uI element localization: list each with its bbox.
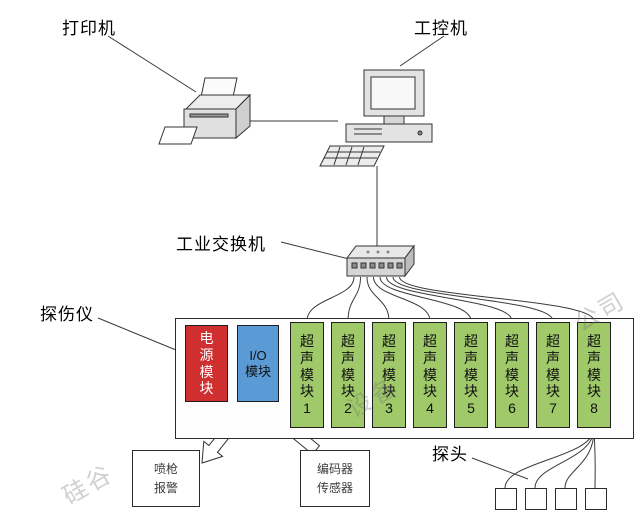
computer-label-line [399, 35, 445, 67]
encoder-sensor-line1: 编码器 [316, 461, 353, 476]
ultrasonic-module-1: 超声模块1 [290, 322, 324, 428]
probe-label: 探头 [432, 445, 468, 464]
ultrasonic-module-3-label: 超声模块3 [382, 333, 396, 417]
switch-module-cables [306, 276, 595, 322]
probe-box-4 [585, 488, 607, 510]
probe-box-3 [555, 488, 577, 510]
network-switch-icon [346, 244, 415, 278]
ultrasonic-module-4: 超声模块4 [413, 322, 447, 428]
io-module-label: I/O模块 [244, 347, 271, 379]
detector-label: 探伤仪 [40, 305, 94, 324]
ultrasonic-module-2: 超声模块2 [331, 322, 365, 428]
printer-icon [158, 77, 252, 145]
ultrasonic-module-4-label: 超声模块4 [423, 333, 437, 417]
encoder-sensor-line2: 传感器 [316, 480, 353, 495]
spray-gun-alarm-box: 喷枪 报警 [132, 450, 200, 507]
printer-label: 打印机 [62, 19, 116, 38]
ultrasonic-module-6: 超声模块6 [495, 322, 529, 428]
workstation-icon [319, 69, 433, 167]
switch-label: 工业交换机 [176, 235, 266, 254]
ultrasonic-module-8-label: 超声模块8 [587, 333, 601, 417]
ultrasonic-module-8: 超声模块8 [577, 322, 611, 428]
ultrasonic-module-3: 超声模块3 [372, 322, 406, 428]
power-module: 电源模块 [185, 325, 228, 402]
encoder-sensor-box: 编码器 传感器 [300, 450, 370, 507]
power-module-label: 电源模块 [199, 329, 214, 397]
computer-label: 工控机 [414, 19, 468, 38]
detector-label-line [97, 317, 177, 351]
probe-label-line [471, 457, 529, 480]
switch-label-line [280, 241, 350, 260]
spray-gun-alarm-line1: 喷枪 [153, 461, 178, 476]
io-module: I/O模块 [237, 325, 279, 402]
probe-box-2 [525, 488, 547, 510]
ultrasonic-module-7-label: 超声模块7 [546, 333, 560, 417]
spray-gun-alarm-line2: 报警 [153, 480, 178, 495]
ultrasonic-module-5-label: 超声模块5 [464, 333, 478, 417]
ultrasonic-module-5: 超声模块5 [454, 322, 488, 428]
ultrasonic-module-1-label: 超声模块1 [300, 333, 314, 417]
probe-box-1 [495, 488, 517, 510]
printer-label-line [107, 35, 197, 93]
ultrasonic-module-7: 超声模块7 [536, 322, 570, 428]
ultrasonic-module-2-label: 超声模块2 [341, 333, 355, 417]
ultrasonic-module-6-label: 超声模块6 [505, 333, 519, 417]
